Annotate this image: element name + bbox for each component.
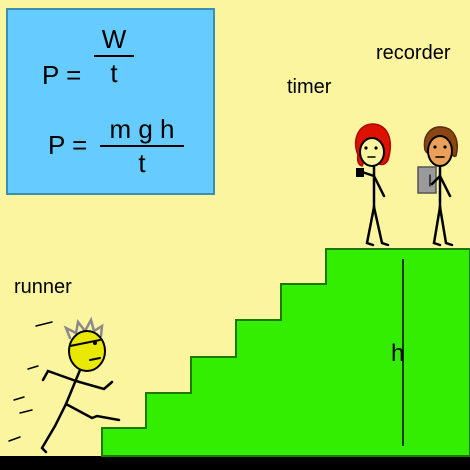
ground-line bbox=[0, 456, 470, 470]
formula-lhs: P = bbox=[48, 130, 88, 160]
clipboard-icon bbox=[417, 166, 437, 194]
fraction-mgh-over-time: m g h t bbox=[100, 114, 184, 178]
numerator-work: W bbox=[101, 24, 127, 54]
formula-lhs: P = bbox=[42, 60, 82, 90]
timer-figure bbox=[354, 123, 392, 247]
label-recorder: recorder bbox=[376, 42, 451, 64]
stopwatch-icon bbox=[356, 168, 364, 177]
fraction-bar bbox=[100, 145, 184, 147]
label-timer: timer bbox=[287, 76, 332, 98]
formula-box: P = W t P = m g h t bbox=[6, 8, 215, 195]
recorder-figure bbox=[417, 126, 458, 247]
label-height: h bbox=[391, 340, 405, 367]
fraction-bar bbox=[94, 55, 134, 57]
denominator-time: t bbox=[110, 58, 118, 88]
denominator-time: t bbox=[138, 148, 146, 178]
staircase bbox=[101, 248, 470, 457]
fraction-work-over-time: W t bbox=[94, 24, 134, 88]
numerator-mgh: m g h bbox=[109, 114, 175, 144]
runner-figure bbox=[8, 316, 121, 454]
label-runner: runner bbox=[14, 276, 72, 298]
